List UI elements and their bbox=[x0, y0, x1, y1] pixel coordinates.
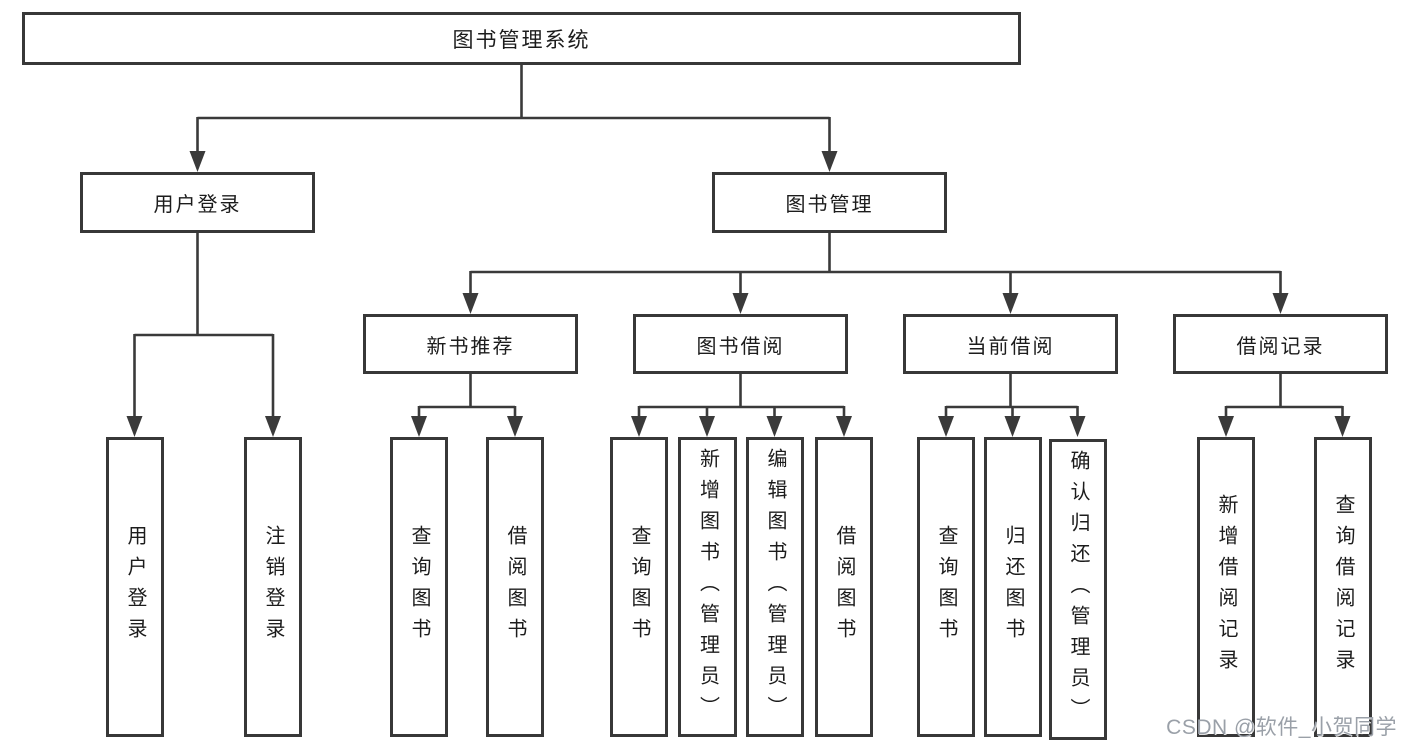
node-user-login: 用户登录 bbox=[80, 172, 315, 233]
leaf-query-books-recommend: 查询图书 bbox=[390, 437, 448, 737]
connector-arrowheads bbox=[126, 151, 1351, 437]
leaf-add-borrow-record: 新增借阅记录 bbox=[1197, 437, 1255, 737]
leaf-query-books-current: 查询图书 bbox=[917, 437, 975, 737]
node-borrowing-records: 借阅记录 bbox=[1173, 314, 1388, 374]
leaf-borrow-books: 借阅图书 bbox=[815, 437, 873, 737]
leaf-borrow-books-recommend: 借阅图书 bbox=[486, 437, 544, 737]
leaf-user-login: 用户登录 bbox=[106, 437, 164, 737]
node-library-management-system: 图书管理系统 bbox=[22, 12, 1021, 65]
node-book-borrowing: 图书借阅 bbox=[633, 314, 848, 374]
leaf-logout: 注销登录 bbox=[244, 437, 302, 737]
leaf-return-book: 归还图书 bbox=[984, 437, 1042, 737]
leaf-confirm-return-admin: 确认归还（管理员） bbox=[1049, 439, 1107, 740]
node-current-borrowing: 当前借阅 bbox=[903, 314, 1118, 374]
leaf-query-borrow-record: 查询借阅记录 bbox=[1314, 437, 1372, 737]
leaf-add-book-admin: 新增图书（管理员） bbox=[678, 437, 737, 737]
leaf-edit-book-admin: 编辑图书（管理员） bbox=[746, 437, 804, 737]
node-new-book-recommend: 新书推荐 bbox=[363, 314, 578, 374]
leaf-query-books-borrow: 查询图书 bbox=[610, 437, 668, 737]
node-book-management: 图书管理 bbox=[712, 172, 947, 233]
csdn-watermark: CSDN @软件_小贺同学 bbox=[1166, 716, 1397, 739]
